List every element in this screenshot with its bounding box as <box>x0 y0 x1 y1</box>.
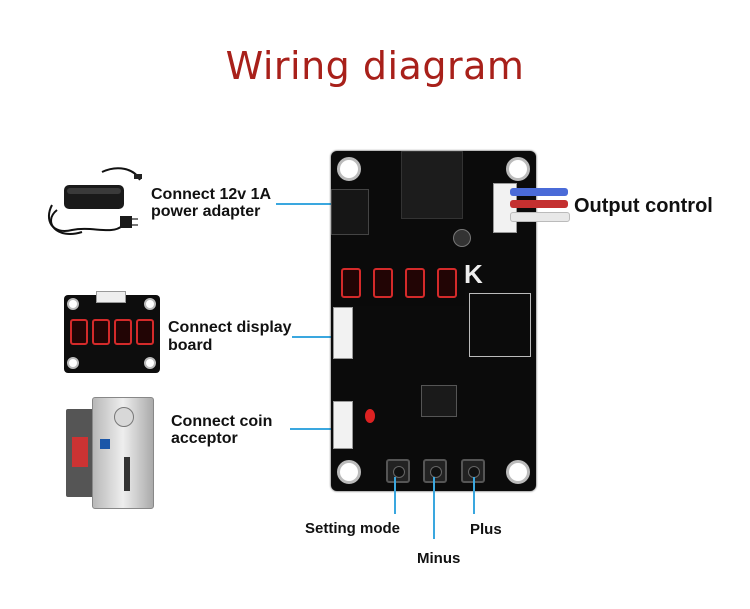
display-label-line2: board <box>168 337 213 354</box>
display-label-line1: Connect display <box>168 319 292 336</box>
diagram-title: Wiring diagram <box>225 44 525 88</box>
power-adapter-image <box>47 167 142 235</box>
display-connector <box>333 307 353 359</box>
plus-pointer-line <box>473 477 475 514</box>
output-wire-white <box>510 212 570 222</box>
capacitor <box>453 229 471 247</box>
setting-mode-button[interactable] <box>386 459 410 483</box>
power-jack <box>331 189 369 235</box>
power-label-line1: Connect 12v 1A <box>151 186 272 203</box>
mounting-hole <box>337 157 361 181</box>
output-wire-red <box>510 200 568 208</box>
plus-label: Plus <box>470 521 502 538</box>
relay-2-outline <box>469 293 531 357</box>
coin-label-line2: acceptor <box>171 430 238 447</box>
minus-label: Minus <box>417 550 461 567</box>
coin-label-line1: Connect coin <box>171 413 273 430</box>
coin-pointer-line <box>290 428 334 430</box>
display-pointer-line <box>292 336 334 338</box>
controller-board: K <box>331 151 536 491</box>
mounting-hole <box>337 460 361 484</box>
brand-logo: K <box>464 259 483 289</box>
display-board-image <box>64 291 160 373</box>
setting-pointer-line <box>394 477 396 514</box>
indicator-led <box>365 409 375 423</box>
mounting-hole <box>506 157 530 181</box>
output-label: Output control <box>574 195 713 217</box>
ic-chip <box>421 385 457 417</box>
power-pointer-line <box>276 203 334 205</box>
mounting-hole <box>506 460 530 484</box>
power-label-line2: power adapter <box>151 203 261 220</box>
setting-mode-label: Setting mode <box>305 520 401 537</box>
coin-acceptor-image <box>66 397 154 509</box>
output-wire-blue <box>510 188 568 196</box>
coin-connector <box>333 401 353 449</box>
minus-pointer-line <box>433 477 435 539</box>
relay <box>401 151 463 219</box>
minus-button[interactable] <box>423 459 447 483</box>
onboard-display <box>333 260 465 306</box>
